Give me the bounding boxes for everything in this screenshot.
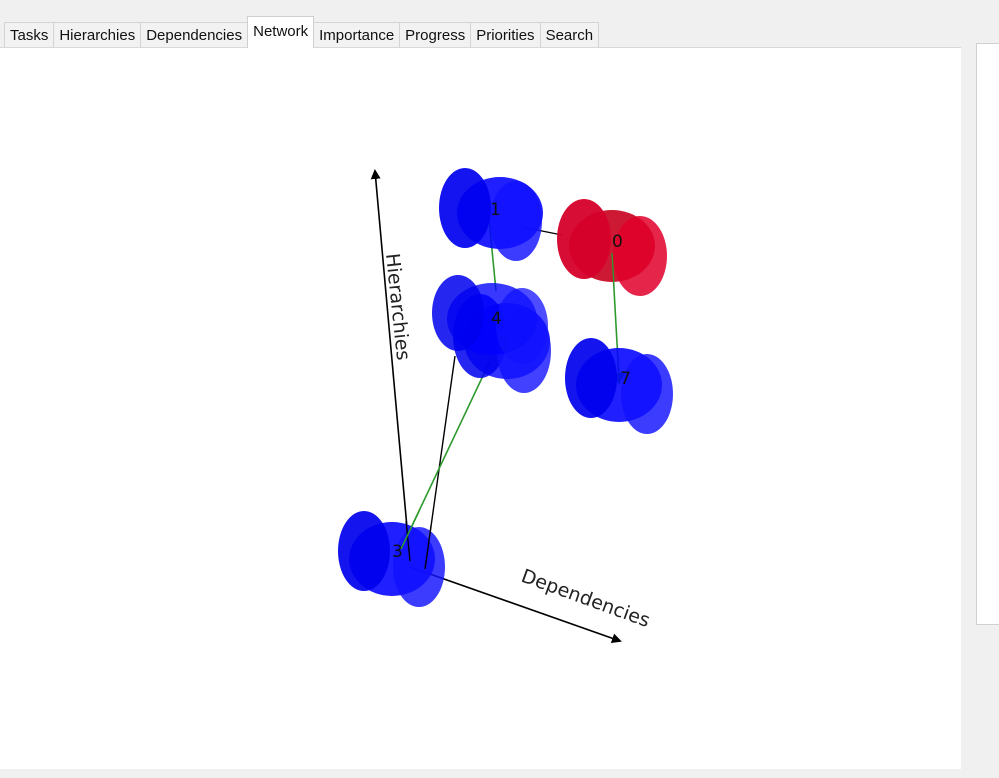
network-node-1[interactable]: 1: [439, 168, 543, 261]
dependencies-axis: [409, 566, 622, 644]
tab-tasks[interactable]: Tasks: [4, 22, 55, 48]
hierarchies-axis: [370, 169, 411, 562]
node-label: 4: [491, 309, 502, 329]
dependency-edge-overlay: [400, 508, 421, 550]
network-canvas: Hierarchies Dependencies 1 0: [338, 168, 673, 644]
dependencies-axis-label: Dependencies: [518, 565, 653, 632]
dependency-edge-overlay: [611, 252, 615, 287]
tab-network[interactable]: Network: [247, 16, 315, 48]
hierarchy-edge-overlay: [424, 525, 432, 570]
node-label: 7: [620, 369, 631, 389]
tab-search[interactable]: Search: [539, 22, 600, 48]
tab-importance[interactable]: Importance: [313, 22, 401, 48]
tab-progress[interactable]: Progress: [399, 22, 472, 48]
tab-priorities[interactable]: Priorities: [470, 22, 541, 48]
network-node-0[interactable]: 0: [557, 199, 667, 296]
hierarchy-axis-overlay: [405, 520, 411, 562]
network-panel: Hierarchies Dependencies 1 0: [0, 47, 961, 769]
tab-bar: Tasks Hierarchies Dependencies Network I…: [4, 14, 600, 48]
network-node-3[interactable]: 3: [338, 511, 445, 607]
edge-overlays: [400, 252, 615, 570]
network-node-4[interactable]: 4: [432, 275, 548, 364]
side-panel: [976, 43, 999, 625]
hierarchies-axis-label: Hierarchies: [381, 252, 414, 361]
network-node-7[interactable]: 7: [565, 338, 673, 434]
node-label: 1: [490, 200, 501, 220]
node-label: 3: [392, 542, 403, 562]
tab-dependencies[interactable]: Dependencies: [140, 22, 249, 48]
node-label: 0: [612, 232, 623, 252]
tab-hierarchies[interactable]: Hierarchies: [53, 22, 142, 48]
